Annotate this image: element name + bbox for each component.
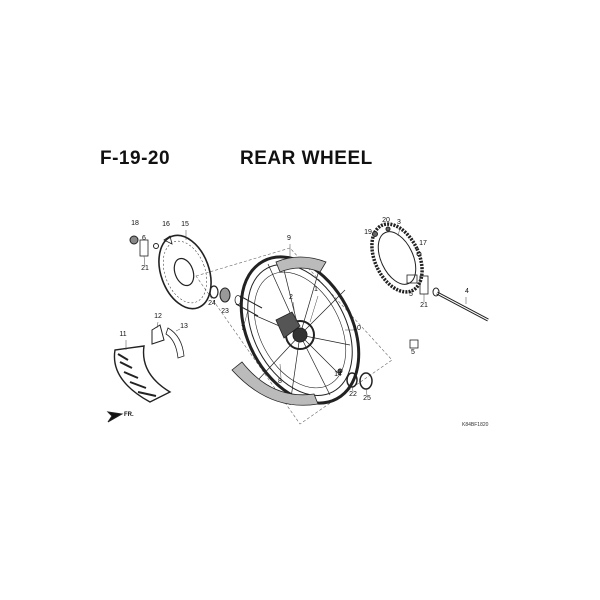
callout-number: 19 (364, 229, 372, 236)
callout-number: 7 (241, 325, 245, 332)
leader-lines (125, 227, 467, 396)
callout-number: 22 (349, 391, 357, 398)
callout-number: 2 (289, 294, 293, 301)
callout-number: 10 (353, 325, 361, 332)
wheel-assembly-box (195, 247, 393, 425)
callout-number: 24 (208, 300, 216, 307)
callout-number: 25 (363, 395, 371, 402)
bolt-17 (416, 251, 422, 257)
rim-band-upper (275, 256, 327, 273)
callout-number: 5 (411, 349, 415, 356)
callout-number: 5 (409, 291, 413, 298)
rear-axle (432, 287, 489, 322)
tube-12 (151, 324, 165, 345)
rim-flap-13 (165, 327, 185, 359)
brake-disc (158, 234, 212, 310)
nut-19 (372, 231, 378, 237)
callout-number: 6 (142, 235, 146, 242)
collar-5-lower (409, 339, 419, 349)
callout-number: 4 (465, 288, 469, 295)
callout-number: 18 (131, 220, 139, 227)
rear-wheel-rim (239, 255, 361, 405)
callout-number: 23 (221, 308, 229, 315)
bolt-16 (163, 235, 173, 245)
callout-number: 16 (162, 221, 170, 228)
callout-number: 14 (334, 371, 342, 378)
callout-number: 12 (154, 313, 162, 320)
ref-code: K84BF1820 (462, 422, 489, 428)
callout-number: 15 (181, 221, 189, 228)
bearing-23 (219, 287, 231, 303)
bearing-24 (209, 285, 219, 299)
diagram-code: F-19-20 (100, 148, 171, 169)
bracket-21-left (139, 239, 149, 257)
bolt-20 (385, 226, 391, 232)
callout-numbers: 1234556789101112131415161718192021212223… (119, 217, 469, 402)
wheel-spokes (253, 259, 351, 406)
nut-18 (129, 235, 139, 245)
callout-number: 9 (287, 235, 291, 242)
callout-number: 17 (419, 240, 427, 247)
direction-label: FR. (124, 412, 134, 418)
tire-11 (113, 345, 172, 403)
front-direction-arrow (106, 411, 124, 423)
callout-number: 1 (314, 286, 318, 293)
collar-5-upper (406, 274, 418, 284)
callout-number: 21 (141, 265, 149, 272)
rim-band-lower (231, 361, 319, 406)
bolt-6 (153, 243, 159, 249)
callout-number: 20 (382, 217, 390, 224)
callout-number: 21 (420, 302, 428, 309)
distance-collar-7 (234, 295, 263, 317)
callout-number: 3 (397, 219, 401, 226)
diagram-title: REAR WHEEL (240, 148, 373, 169)
driven-sprocket (370, 222, 424, 294)
wheel-hub (275, 311, 315, 350)
callout-number: 11 (119, 331, 126, 338)
callout-number: 8 (278, 378, 282, 385)
valve-14 (337, 368, 343, 374)
callout-number: 13 (180, 323, 188, 330)
